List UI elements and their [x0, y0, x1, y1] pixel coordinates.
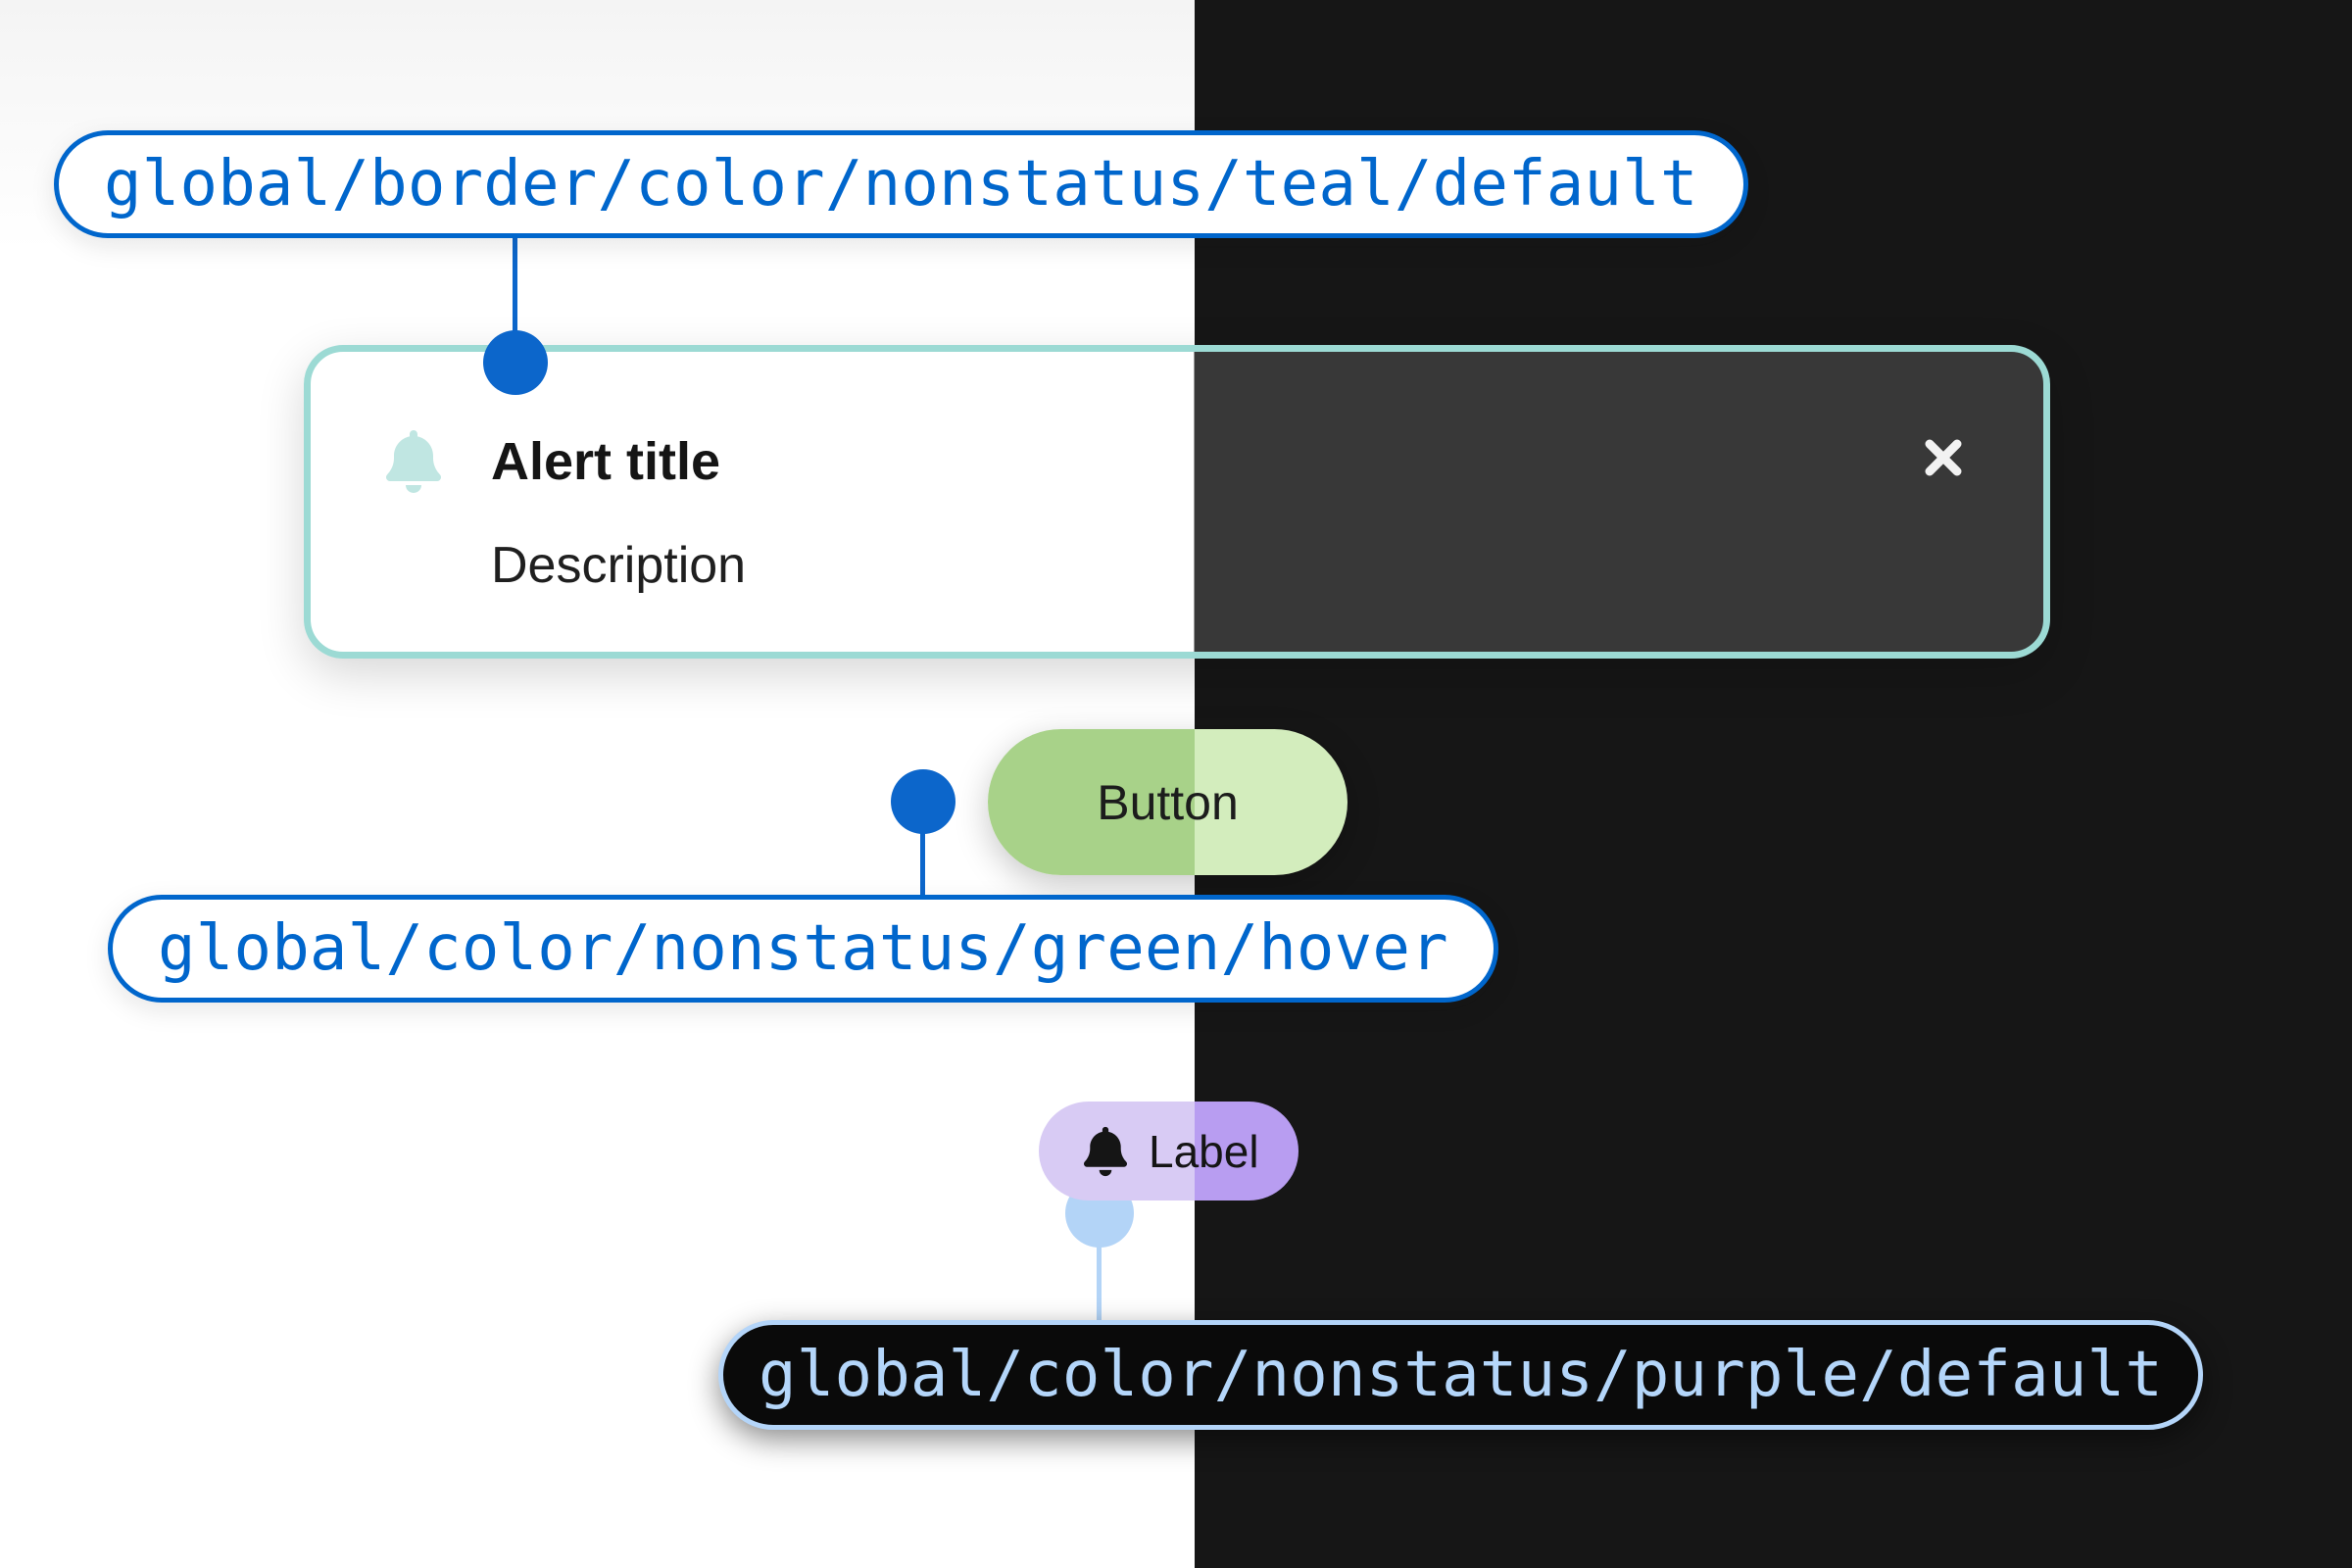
connector-dot-green: [891, 769, 956, 834]
token-text-purple: global/color/nonstatus/purple/default: [759, 1339, 2164, 1411]
connector-line-green: [920, 832, 925, 897]
button-component[interactable]: Button: [988, 729, 1348, 875]
bell-icon: [1084, 1126, 1127, 1176]
token-text-green: global/color/nonstatus/green/hover: [158, 912, 1448, 985]
dark-theme-background: [1195, 0, 2352, 1568]
token-pill-purple: global/color/nonstatus/purple/default: [718, 1320, 2204, 1430]
alert-title: Alert title: [491, 432, 721, 491]
label-text: Label: [1149, 1125, 1259, 1177]
connector-line-teal: [513, 238, 517, 336]
token-text-teal: global/border/color/nonstatus/teal/defau…: [104, 148, 1698, 220]
bell-icon: [386, 430, 441, 493]
button-label: Button: [1097, 774, 1239, 830]
alert-description: Description: [491, 537, 747, 594]
alert-component: Alert title Description: [304, 345, 2050, 659]
connector-line-purple: [1097, 1243, 1102, 1323]
label-component: Label: [1039, 1102, 1298, 1200]
token-pill-teal: global/border/color/nonstatus/teal/defau…: [54, 130, 1748, 238]
token-pill-green: global/color/nonstatus/green/hover: [108, 895, 1498, 1003]
connector-dot-teal: [483, 330, 548, 395]
close-button[interactable]: [1914, 428, 1973, 487]
close-icon: [1925, 439, 1962, 476]
